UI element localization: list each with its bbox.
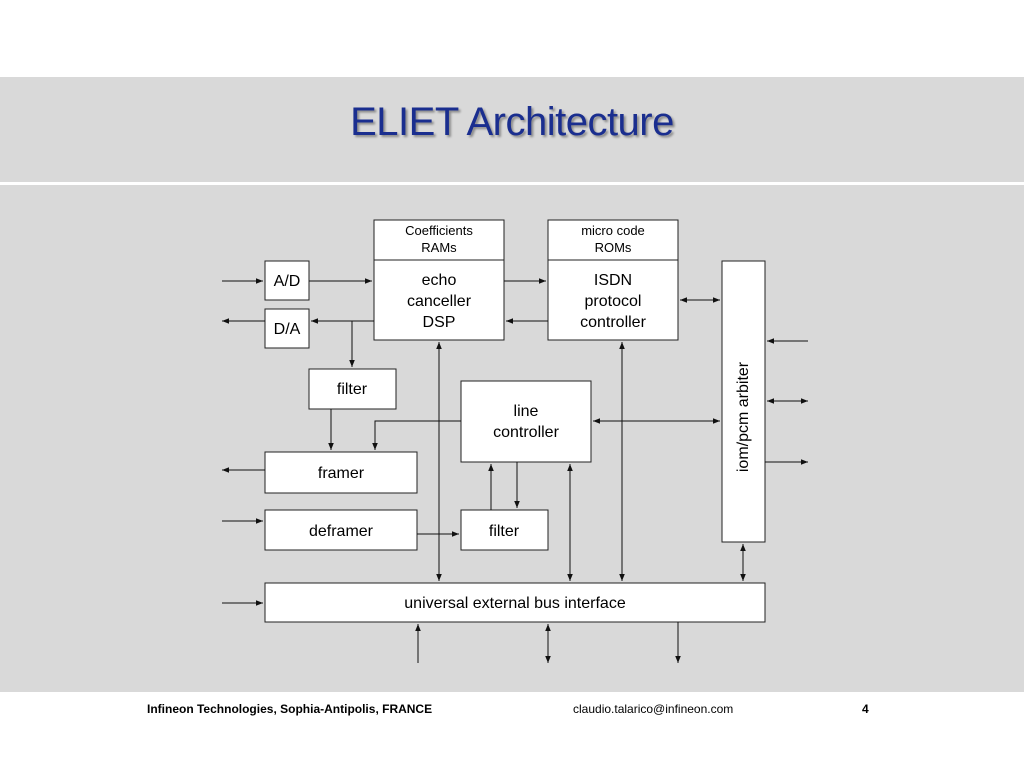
ad-converter-block: A/D — [264, 260, 310, 301]
echo-dsp-line2: canceller — [407, 293, 472, 310]
echo-dsp-line3: DSP — [423, 314, 456, 331]
isdn-line3: controller — [580, 314, 646, 331]
microcode-roms-line2: ROMs — [595, 240, 632, 255]
filter-bottom-label: filter — [489, 523, 520, 540]
iom-pcm-arbiter-block: iom/pcm arbiter — [721, 260, 766, 543]
arbiter-label: iom/pcm arbiter — [735, 361, 752, 472]
filter-top-block: filter — [308, 368, 397, 410]
deframer-block: deframer — [264, 509, 418, 551]
filter-top-label: filter — [337, 381, 368, 398]
page-number: 4 — [862, 702, 869, 716]
coefficients-rams-line1: Coefficients — [405, 223, 473, 238]
connections — [222, 278, 808, 663]
microcode-roms-line1: micro code — [581, 223, 645, 238]
ad-label: A/D — [274, 273, 301, 290]
title-band — [0, 77, 1024, 182]
deframer-label: deframer — [309, 523, 374, 540]
da-converter-block: D/A — [264, 308, 310, 349]
footer-company: Infineon Technologies, Sophia-Antipolis,… — [147, 702, 433, 716]
slide-title: ELIET Architecture — [350, 100, 674, 144]
isdn-protocol-controller-block: ISDN protocol controller — [547, 259, 679, 341]
microcode-roms-block: micro code ROMs — [547, 219, 679, 261]
line-ctrl-to-framer-arrow — [372, 420, 461, 450]
line-controller-block: line controller — [460, 380, 592, 463]
title-divider — [0, 182, 1024, 185]
echo-dsp-line1: echo — [422, 272, 457, 289]
da-label: D/A — [274, 321, 301, 338]
line-controller-line1: line — [514, 403, 539, 420]
filter-bottom-block: filter — [460, 509, 549, 551]
bus-label: universal external bus interface — [404, 595, 626, 612]
isdn-line2: protocol — [585, 293, 642, 310]
footer-email: claudio.talarico@infineon.com — [573, 702, 734, 716]
framer-block: framer — [264, 451, 418, 494]
line-controller-line2: controller — [493, 424, 559, 441]
coefficients-rams-line2: RAMs — [421, 240, 457, 255]
framer-label: framer — [318, 465, 365, 482]
external-bus-interface-block: universal external bus interface — [264, 582, 766, 623]
coefficients-rams-block: Coefficients RAMs — [373, 219, 505, 261]
echo-canceller-dsp-block: echo canceller DSP — [373, 259, 505, 341]
isdn-line1: ISDN — [594, 272, 632, 289]
